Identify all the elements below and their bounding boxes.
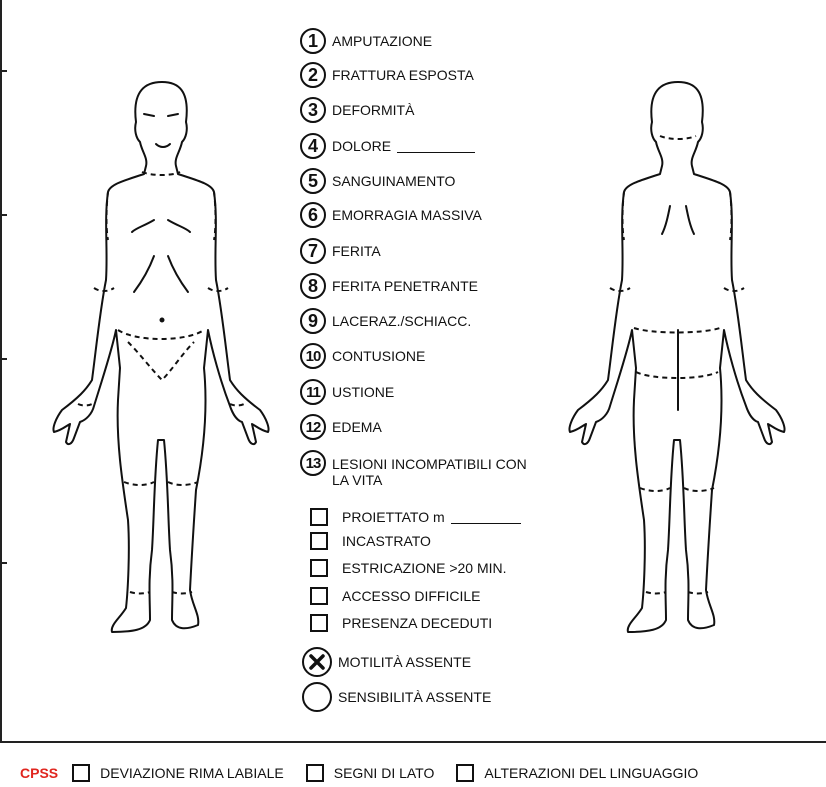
- dolore-blank-line[interactable]: [397, 140, 475, 153]
- cpss-option-label: DEVIAZIONE RIMA LABIALE: [100, 765, 284, 781]
- legend-number-badge: 8: [300, 273, 326, 299]
- legend-item: 1 AMPUTAZIONE: [300, 26, 432, 56]
- checkbox-label: PRESENZA DECEDUTI: [342, 615, 492, 631]
- legend-label: EMORRAGIA MASSIVA: [332, 207, 482, 223]
- checkbox[interactable]: [310, 587, 328, 605]
- legend-label: SANGUINAMENTO: [332, 173, 455, 189]
- border-tick: [0, 70, 7, 72]
- legend-label: FERITA PENETRANTE: [332, 278, 478, 294]
- checkbox[interactable]: [310, 559, 328, 577]
- checkbox[interactable]: [310, 614, 328, 632]
- legend-number-badge: 10: [300, 343, 326, 369]
- empty-circle-icon[interactable]: [302, 682, 332, 712]
- legend-number-badge: 9: [300, 308, 326, 334]
- border-tick: [0, 358, 7, 360]
- legend-item: 2 FRATTURA ESPOSTA: [300, 60, 474, 90]
- legend-item: 12 EDEMA: [300, 412, 382, 442]
- checkbox-row[interactable]: PROIETTATO m: [310, 506, 521, 528]
- proiettato-blank-line[interactable]: [451, 511, 521, 524]
- legend-label: FERITA: [332, 243, 381, 259]
- legend-number-badge: 13: [300, 450, 326, 476]
- checkbox-row[interactable]: INCASTRATO: [310, 530, 431, 552]
- legend-label: DOLORE: [332, 138, 391, 154]
- cpss-option-label: SEGNI DI LATO: [334, 765, 435, 781]
- legend-number-badge: 4: [300, 133, 326, 159]
- legend-item: 7 FERITA: [300, 236, 381, 266]
- checkbox-row[interactable]: PRESENZA DECEDUTI: [310, 612, 492, 634]
- legend-label: LESIONI INCOMPATIBILI CON LA VITA: [332, 456, 532, 488]
- legend-item: 9 LACERAZ./SCHIACC.: [300, 306, 471, 336]
- border-tick: [0, 562, 7, 564]
- checkbox[interactable]: [310, 508, 328, 526]
- legend-item: 10 CONTUSIONE: [300, 341, 425, 371]
- checkbox-label: PROIETTATO m: [342, 509, 445, 525]
- legend-item: 8 FERITA PENETRANTE: [300, 271, 478, 301]
- legend-number-badge: 6: [300, 202, 326, 228]
- legend-number-badge: 2: [300, 62, 326, 88]
- checkbox-label: INCASTRATO: [342, 533, 431, 549]
- left-border: [0, 0, 2, 742]
- legend-label: DEFORMITÀ: [332, 102, 414, 118]
- x-mark-icon[interactable]: [302, 647, 332, 677]
- legend-number-badge: 11: [300, 379, 326, 405]
- body-back-figure: [552, 80, 802, 645]
- legend-label: AMPUTAZIONE: [332, 33, 432, 49]
- legend-item: 5 SANGUINAMENTO: [300, 166, 455, 196]
- legend-number-badge: 3: [300, 97, 326, 123]
- checkbox[interactable]: [310, 532, 328, 550]
- motilita-option[interactable]: MOTILITÀ ASSENTE: [302, 646, 471, 678]
- legend-number-badge: 7: [300, 238, 326, 264]
- checkbox[interactable]: [456, 764, 474, 782]
- legend-label: LACERAZ./SCHIACC.: [332, 313, 471, 329]
- status-label: MOTILITÀ ASSENTE: [338, 654, 471, 670]
- legend-label: CONTUSIONE: [332, 348, 425, 364]
- checkbox[interactable]: [306, 764, 324, 782]
- cpss-option-label: ALTERAZIONI DEL LINGUAGGIO: [484, 765, 698, 781]
- status-label: SENSIBILITÀ ASSENTE: [338, 689, 491, 705]
- legend-item: 6 EMORRAGIA MASSIVA: [300, 200, 482, 230]
- legend-number-badge: 12: [300, 414, 326, 440]
- checkbox-row[interactable]: ESTRICAZIONE >20 MIN.: [310, 557, 507, 579]
- checkbox[interactable]: [72, 764, 90, 782]
- checkbox-label: ACCESSO DIFFICILE: [342, 588, 480, 604]
- border-tick: [0, 214, 7, 216]
- sensibilita-option[interactable]: SENSIBILITÀ ASSENTE: [302, 681, 491, 713]
- legend-label: FRATTURA ESPOSTA: [332, 67, 474, 83]
- legend-number-badge: 1: [300, 28, 326, 54]
- cpss-title: CPSS: [20, 765, 58, 781]
- legend-item: 3 DEFORMITÀ: [300, 95, 414, 125]
- legend-item: 11 USTIONE: [300, 377, 394, 407]
- legend-label: USTIONE: [332, 384, 394, 400]
- body-front-figure: [36, 80, 286, 645]
- legend-label: EDEMA: [332, 419, 382, 435]
- footer-divider: [0, 741, 826, 743]
- cpss-footer: CPSS DEVIAZIONE RIMA LABIALE SEGNI DI LA…: [20, 760, 698, 786]
- checkbox-row[interactable]: ACCESSO DIFFICILE: [310, 585, 480, 607]
- legend-item: 4 DOLORE: [300, 131, 475, 161]
- legend-number-badge: 5: [300, 168, 326, 194]
- checkbox-label: ESTRICAZIONE >20 MIN.: [342, 560, 507, 576]
